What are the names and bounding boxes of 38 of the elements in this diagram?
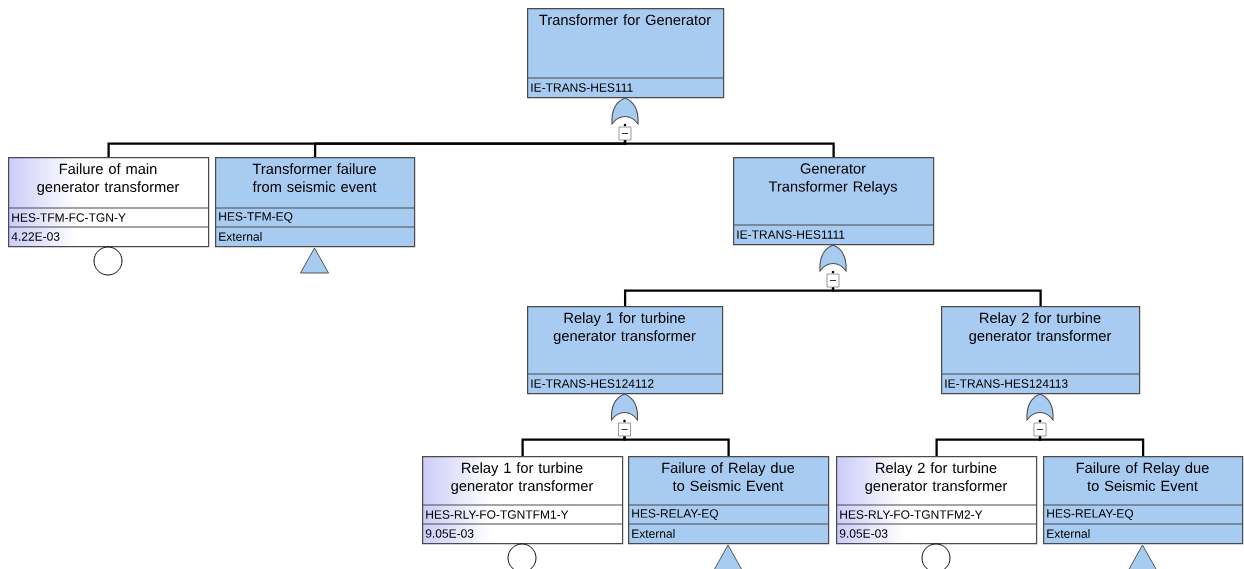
probability-value: External [219, 232, 262, 241]
event-id: IE-TRANS-HES1111 [737, 230, 845, 239]
event-box [526, 306, 724, 395]
connector-line [1038, 436, 1145, 456]
connector-line [623, 140, 835, 157]
probability-value: 9.05E-03 [425, 529, 474, 538]
event-id: HES-RLY-FO-TGNTFM2-Y [840, 510, 983, 519]
event-id: IE-TRANS-HES111 [531, 83, 633, 92]
event-box [526, 8, 725, 99]
probability-value: External [1047, 529, 1090, 538]
probability-value: 4.22E-03 [11, 232, 60, 241]
event-title: Failure of Relay due to Seismic Event [1076, 462, 1209, 492]
connector-line [935, 436, 1042, 456]
event-id: HES-TFM-FC-TGN-Y [12, 213, 126, 222]
connector-line [623, 436, 730, 456]
event-box [732, 157, 935, 246]
event-id: HES-RLY-FO-TGNTFM1-Y [426, 510, 569, 519]
event-title: Transformer for Generator [539, 14, 711, 26]
connector-line [831, 287, 1042, 306]
probability-value: 9.05E-03 [839, 529, 888, 538]
event-title: Generator Transformer Relays [768, 163, 897, 195]
event-title: Relay 1 for turbine generator transformer [553, 312, 696, 344]
event-id: IE-TRANS-HES124112 [531, 379, 654, 388]
event-title: Relay 2 for turbine generator transformer [865, 462, 1008, 494]
event-title: Failure of main generator transformer [37, 163, 180, 195]
event-title: Transformer failure from seismic event [252, 163, 377, 193]
event-title: Failure of Relay due to Seismic Event [662, 462, 795, 492]
connector-line [623, 287, 835, 306]
event-title: Relay 2 for turbine generator transformer [969, 312, 1112, 344]
event-box [940, 306, 1141, 395]
event-title: Relay 1 for turbine generator transformer [451, 462, 594, 494]
probability-value: External [632, 529, 675, 538]
event-id: IE-TRANS-HES124113 [945, 379, 1068, 388]
event-id: HES-RELAY-EQ [1047, 509, 1134, 520]
event-id: HES-TFM-EQ [219, 212, 293, 223]
connector-line [313, 140, 627, 157]
event-id: HES-RELAY-EQ [632, 509, 719, 520]
connector-line [521, 436, 626, 456]
